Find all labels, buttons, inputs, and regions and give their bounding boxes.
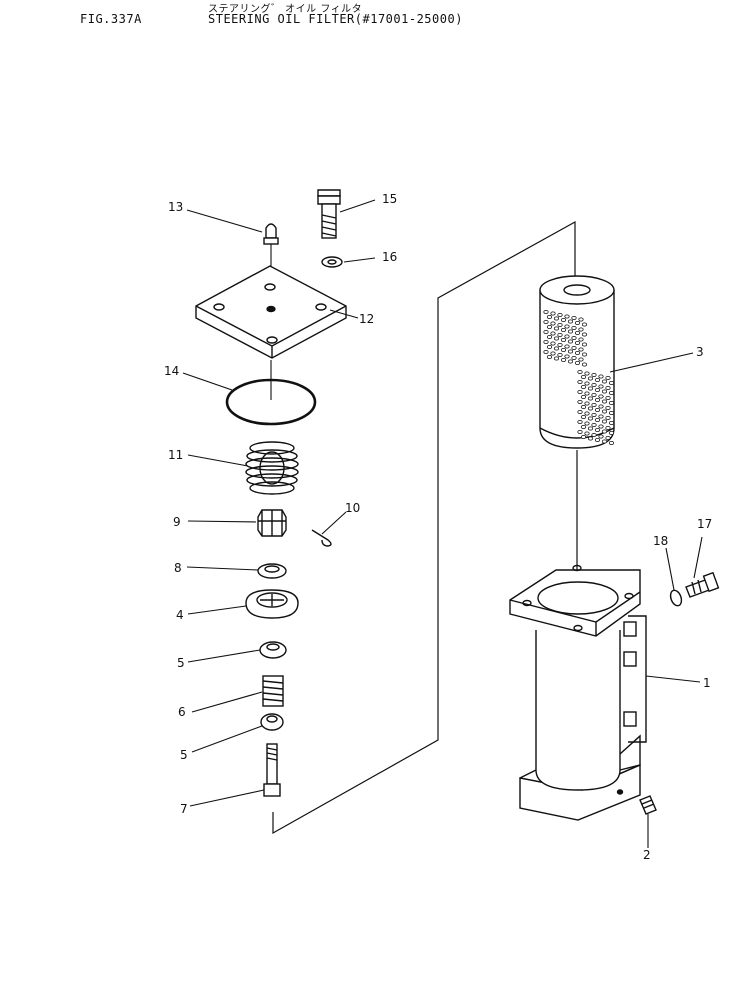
- callout-6: 6: [178, 705, 186, 719]
- callout-8: 8: [174, 561, 182, 575]
- callout-12: 12: [359, 312, 374, 326]
- fitting-part-13: [263, 223, 279, 245]
- washer-part-16: [321, 256, 343, 268]
- spring-part-6: [262, 675, 284, 707]
- callout-1: 1: [703, 676, 711, 690]
- callout-9: 9: [173, 515, 181, 529]
- callout-17: 17: [697, 517, 712, 531]
- bolt-part-15: [317, 189, 341, 239]
- seat-part-8: [257, 563, 287, 579]
- assembly-centerline: [272, 220, 576, 835]
- o-ring-part-14: [225, 378, 317, 426]
- bolt-part-7: [263, 743, 281, 797]
- callout-5-lower: 5: [180, 748, 188, 762]
- callout-14: 14: [164, 364, 179, 378]
- callout-2: 2: [643, 848, 651, 862]
- valve-part-4: [245, 589, 299, 619]
- bolt-part-17: [685, 571, 720, 598]
- callout-13: 13: [168, 200, 183, 214]
- filter-perforations: [543, 309, 615, 445]
- callout-4: 4: [176, 608, 184, 622]
- callout-10: 10: [345, 501, 360, 515]
- spring-part-11: [245, 441, 299, 495]
- callout-11: 11: [168, 448, 183, 462]
- diagram-title: STEERING OIL FILTER(#17001-25000): [208, 12, 463, 26]
- spring-seat-part-5-upper: [259, 641, 287, 659]
- castle-nut-part-9: [257, 509, 287, 537]
- callout-3: 3: [696, 345, 704, 359]
- cotter-pin-part-10: [311, 529, 332, 547]
- plug-part-2: [639, 795, 657, 815]
- callout-7: 7: [180, 802, 188, 816]
- leader-lines: [182, 199, 703, 848]
- callout-5-upper: 5: [177, 656, 185, 670]
- callout-15: 15: [382, 192, 397, 206]
- callout-16: 16: [382, 250, 397, 264]
- housing-part-1: [509, 564, 647, 821]
- callout-18: 18: [653, 534, 668, 548]
- spring-seat-part-5-lower: [260, 713, 284, 731]
- washer-part-18: [669, 589, 683, 607]
- cover-plate-part-12: [195, 265, 347, 359]
- figure-number: FIG.337A: [80, 12, 142, 26]
- japanese-title: ステアリング゛ オイル フィルタ: [208, 4, 363, 15]
